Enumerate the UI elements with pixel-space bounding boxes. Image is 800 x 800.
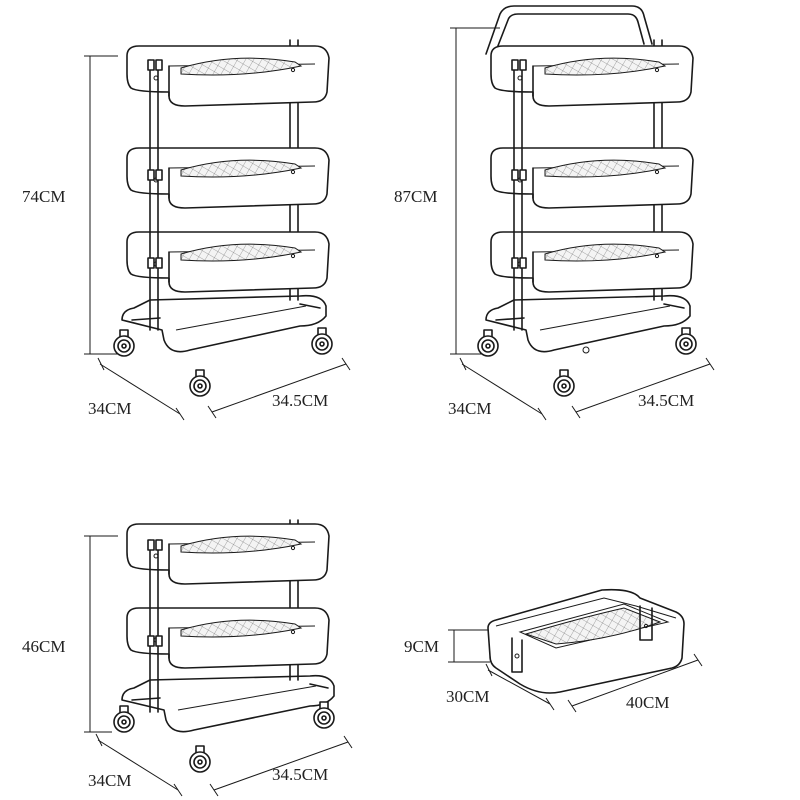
height-label-basket: 9CM (404, 637, 439, 656)
cart-2-tier (84, 519, 353, 797)
depth-label-basket: 30CM (446, 687, 489, 706)
width-label-cart-2-tier: 34.5CM (272, 765, 328, 784)
depth-label-cart-2-tier: 34CM (88, 771, 131, 790)
width-label-basket: 40CM (626, 693, 669, 712)
height-label-cart-3-tier-handle: 87CM (394, 187, 437, 206)
width-label-cart-3-tier-handle: 34.5CM (638, 391, 694, 410)
height-label-cart-2-tier: 46CM (22, 637, 65, 656)
cart-3-tier-handle (450, 5, 715, 421)
depth-label-cart-3-tier: 34CM (88, 399, 131, 418)
width-label-cart-3-tier: 34.5CM (272, 391, 328, 410)
depth-label-cart-3-tier-handle: 34CM (448, 399, 491, 418)
basket (448, 588, 703, 713)
cart-3-tier (84, 39, 351, 421)
height-label-cart-3-tier: 74CM (22, 187, 65, 206)
